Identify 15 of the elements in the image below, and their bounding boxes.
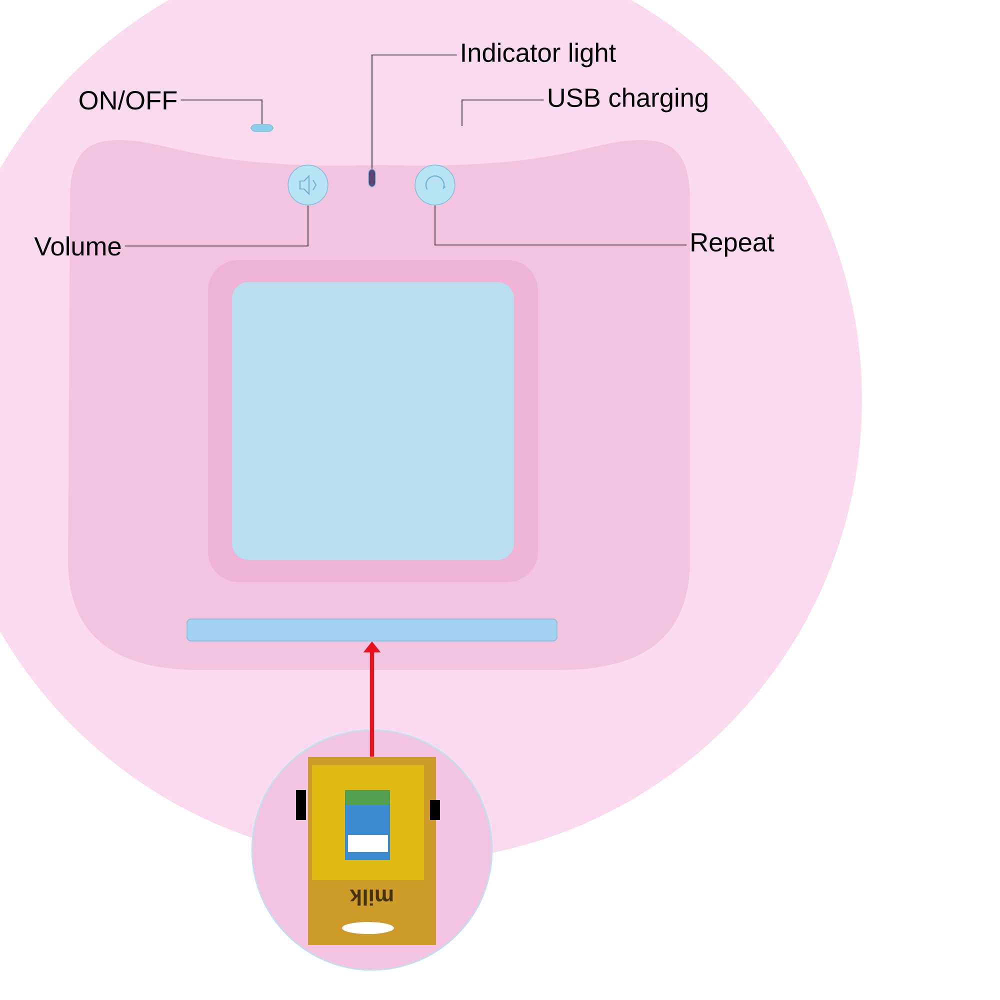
callout-label: Repeat [692, 233, 774, 257]
power-button [250, 124, 274, 132]
callout-label: Indicator light [462, 42, 616, 68]
callout-label: ON/OFF [80, 90, 177, 110]
indicator-light [368, 168, 376, 188]
repeat-button [414, 164, 456, 206]
leader-line [371, 54, 457, 168]
leader-line [434, 206, 687, 246]
volume-button [288, 164, 328, 206]
leader-line [180, 99, 263, 124]
card-slot [186, 618, 558, 642]
callout-label: Volume [34, 236, 121, 256]
leader-line [124, 206, 309, 247]
callout-label: USB charging [548, 88, 708, 112]
leader-line [461, 99, 544, 126]
